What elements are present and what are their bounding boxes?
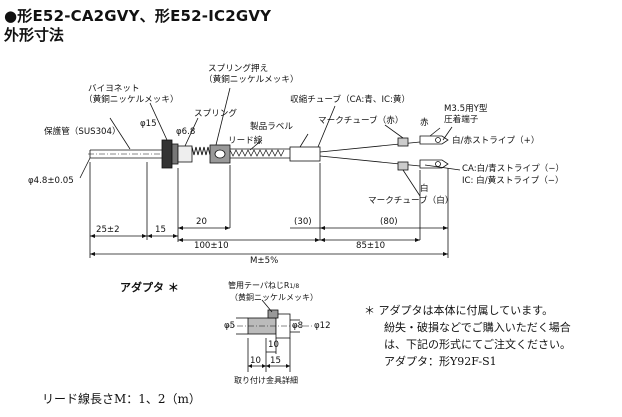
section-title: 外形寸法 <box>4 26 65 44</box>
label-bayonet-material: （黄銅ニッケルメッキ） <box>84 95 179 105</box>
note-line-2: 紛失・破損などでご購入いただく場合 <box>384 321 571 334</box>
dim-30: (30) <box>294 217 312 227</box>
label-dia15: φ15 <box>140 119 157 129</box>
adapter-title: アダプタ ＊ <box>120 281 179 294</box>
label-red: 赤 <box>420 118 429 128</box>
dim-85: 85±10 <box>356 241 386 251</box>
lead-length-note: リード線長さM：1、2（m） <box>42 392 201 406</box>
note-line-3: は、下記の形式にてご注文ください。 <box>384 338 571 351</box>
dim-m: M±5% <box>250 256 279 266</box>
dim-15: 15 <box>155 225 166 235</box>
note-line-4: アダプタ：形Y92F-S1 <box>384 355 497 368</box>
label-dia4-8: φ4.8±0.05 <box>28 176 74 186</box>
label-terminal: M3.5用Y型 <box>444 104 488 114</box>
label-mark-tube-red: マークチューブ（赤） <box>318 116 404 126</box>
label-white: 白 <box>420 184 429 194</box>
label-dia6-8: φ6.8 <box>176 127 196 137</box>
adapter-caption: 取り付け金具詳細 <box>234 376 298 385</box>
adapter-thread: 管用テーパねじR1/8 <box>228 281 300 290</box>
label-terminal-2: 圧着端子 <box>444 115 479 125</box>
label-spring-retainer-material: （黄銅ニッケルメッキ） <box>204 75 299 85</box>
label-mark-tube-white: マークチューブ（白） <box>368 196 454 206</box>
label-product-label: 製品ラベル <box>250 122 293 132</box>
dim-20: 20 <box>196 217 207 227</box>
dim-25: 25±2 <box>96 225 120 235</box>
adapter-dia12: φ12 <box>314 321 331 331</box>
adapter-dia5: φ5 <box>224 321 236 331</box>
page-title: ●形E52-CA2GVY、形E52-IC2GVY <box>4 7 272 25</box>
label-ic-stripe: IC: 白/黄ストライプ（−） <box>462 176 564 186</box>
label-protect-tube: 保護管（SUS304） <box>44 127 121 137</box>
dim-100: 100±10 <box>194 241 229 251</box>
label-spring: スプリング <box>194 109 237 119</box>
dim-80: (80) <box>380 217 398 227</box>
label-ca-stripe: CA:白/青ストライプ（−） <box>462 164 565 174</box>
label-shrink-tube: 収縮チューブ（CA:青、IC:黄） <box>290 95 411 105</box>
label-spring-retainer: スプリング押え <box>208 64 269 74</box>
label-bayonet: バイヨネット <box>88 84 140 94</box>
adapter-dia8: φ8 <box>292 321 304 331</box>
adapter-dim-10b: 10 <box>250 356 261 366</box>
note-line-1: ＊ アダプタは本体に付属しています。 <box>364 304 554 317</box>
label-lead-wire: リード線 <box>228 136 263 146</box>
adapter-dim-10a: 10 <box>268 340 279 350</box>
adapter-material: （黄銅ニッケルメッキ） <box>230 293 318 302</box>
adapter-dim-15: 15 <box>270 356 281 366</box>
label-white-red-stripe: 白/赤ストライプ（+） <box>452 136 540 146</box>
